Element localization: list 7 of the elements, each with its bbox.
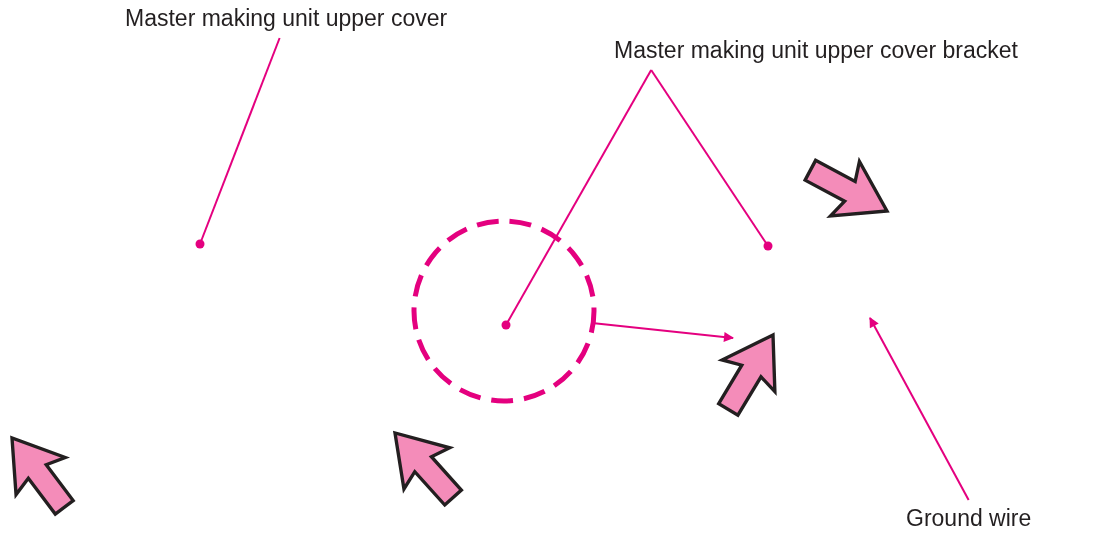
part-label: Master making unit upper cover bracket	[614, 37, 1018, 63]
part-label: Ground wire	[906, 505, 1032, 531]
leader-line	[195, 37, 281, 249]
part-label: Master making unit upper cover	[125, 5, 448, 31]
leader-line	[501, 69, 653, 330]
leader-line	[650, 69, 773, 251]
arrow	[869, 317, 970, 501]
